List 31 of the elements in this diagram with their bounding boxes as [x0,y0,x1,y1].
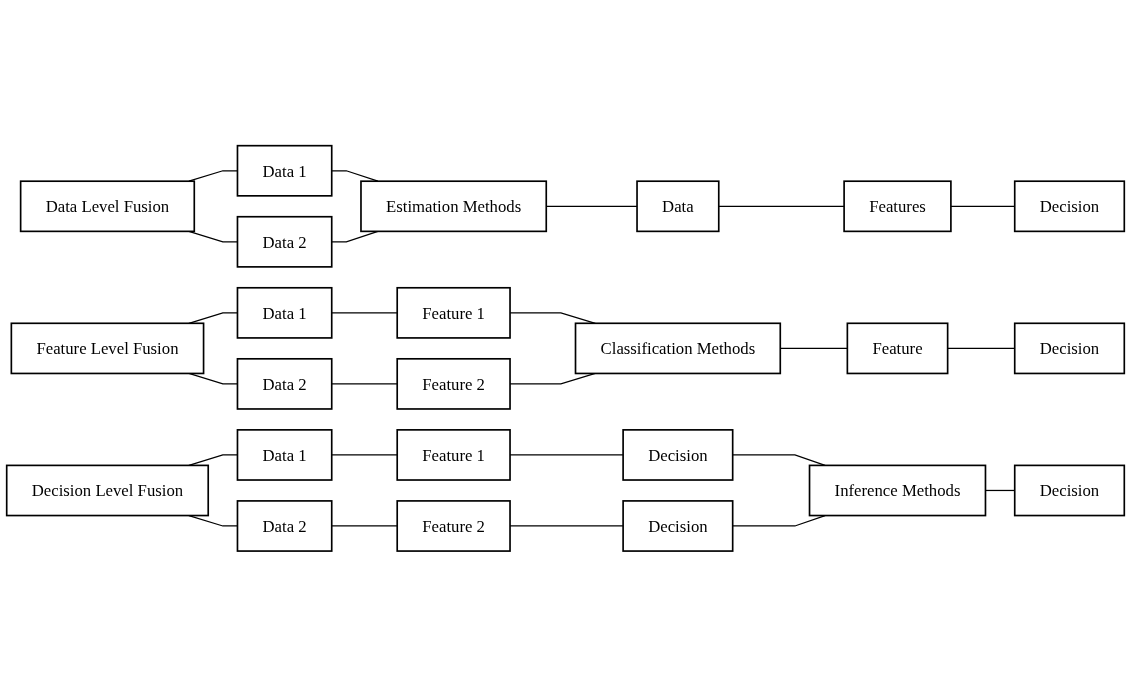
connector [331,525,398,527]
node-box: Data 1 [236,144,333,197]
node-box: Decision [622,429,734,481]
connector [732,515,826,527]
node-box: Feature 1 [396,429,511,481]
connector [331,454,398,456]
node-box: Data 2 [236,358,333,410]
node-box: Data Level Fusion [19,180,196,233]
node-box: Decision Level Fusion [5,464,210,517]
node-box: Data 2 [236,500,333,553]
node-box: Classification Methods [574,322,782,375]
node-box: Features [843,180,952,233]
node-box: Decision [1013,322,1126,375]
node-box: Feature [846,322,949,375]
connector [331,383,398,385]
node-box: Feature 1 [396,287,511,339]
node-box: Data 1 [236,429,333,481]
node-box: Feature 2 [396,500,511,553]
connector [331,312,398,314]
node-box: Feature 2 [396,358,511,410]
node-box: Data 2 [236,216,333,268]
node-box: Decision [1013,180,1126,233]
node-box: Data [636,180,720,233]
node-box: Feature Level Fusion [10,322,205,375]
node-box: Decision [1013,464,1126,517]
connector [732,454,826,467]
node-box: Decision [622,500,734,553]
node-box: Estimation Methods [360,180,548,233]
node-box: Inference Methods [808,464,987,517]
connector [718,205,845,208]
node-box: Data 1 [236,287,333,339]
